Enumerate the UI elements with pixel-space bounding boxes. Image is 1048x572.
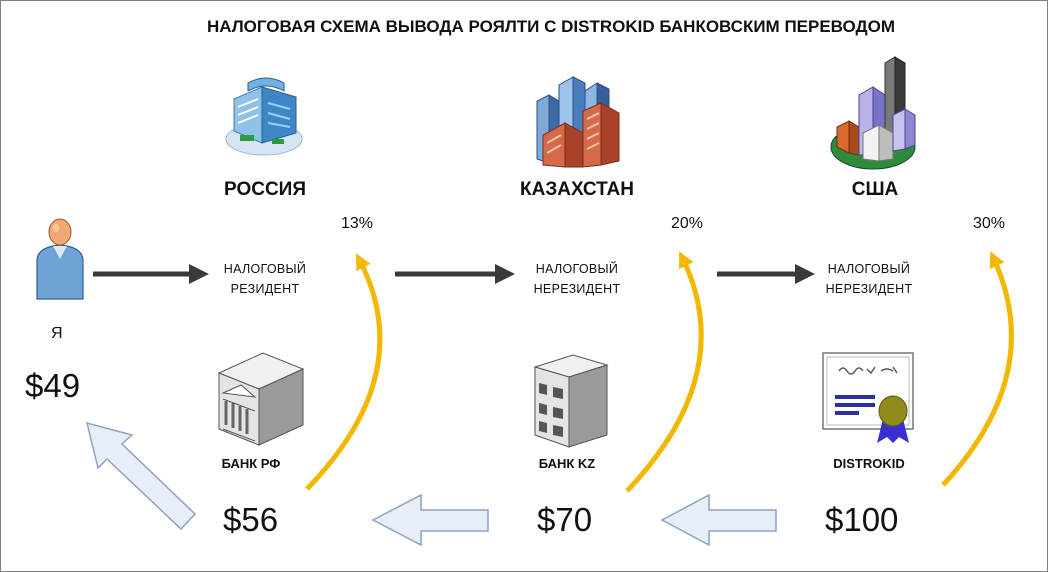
office-building-icon: [225, 77, 303, 156]
tax-rate-russia: 13%: [341, 215, 374, 232]
person-icon: [36, 218, 84, 300]
country-usa: США: [851, 179, 899, 200]
tax-status-line1: НАЛОГОВЫЙ: [535, 262, 619, 276]
tax-arc-kz: [625, 251, 704, 493]
tax-status-line2: РЕЗИДЕНТ: [230, 282, 300, 296]
country-kazakhstan: КАЗАХСТАН: [520, 179, 634, 200]
amount-usa: $100: [825, 501, 899, 538]
diagram-title: НАЛОГОВАЯ СХЕМА ВЫВОДА РОЯЛТИ С DISTROKI…: [206, 17, 896, 36]
bank-label-russia: БАНК РФ: [221, 456, 281, 471]
bank-label-usa: DISTROKID: [833, 456, 905, 471]
office-block-icon: [533, 354, 609, 448]
skyscrapers-icon: [536, 76, 620, 168]
me-amount: $49: [25, 367, 81, 404]
bank-label-kazakhstan: БАНК KZ: [538, 456, 596, 471]
tax-rate-usa: 30%: [973, 215, 1006, 232]
tax-status-line1: НАЛОГОВЫЙ: [827, 262, 911, 276]
amount-russia: $56: [223, 501, 279, 538]
bank-building-icon: [217, 352, 305, 446]
tax-status-line2: НЕРЕЗИДЕНТ: [825, 282, 913, 296]
return-arrow-usa-to-kz: [660, 493, 777, 547]
country-russia: РОССИЯ: [224, 179, 306, 200]
me-label: Я: [51, 325, 63, 342]
tax-status-line2: НЕРЕЗИДЕНТ: [533, 282, 621, 296]
tax-status-line1: НАЛОГОВЫЙ: [223, 262, 307, 276]
certificate-icon: [822, 352, 914, 443]
tax-status-kazakhstan: НАЛОГОВЫЙ НЕРЕЗИДЕНТ: [507, 259, 647, 299]
return-arrow-kz-to-russia: [371, 493, 489, 547]
tax-arc-russia: [305, 253, 383, 491]
tax-arc-usa: [941, 251, 1014, 487]
return-arrow-russia-to-me: [85, 421, 197, 531]
amount-kazakhstan: $70: [537, 501, 593, 538]
tax-rate-kazakhstan: 20%: [671, 215, 704, 232]
city-icon: [830, 56, 916, 170]
tax-status-usa: НАЛОГОВЫЙ НЕРЕЗИДЕНТ: [799, 259, 939, 299]
tax-status-russia: НАЛОГОВЫЙ РЕЗИДЕНТ: [195, 259, 335, 299]
